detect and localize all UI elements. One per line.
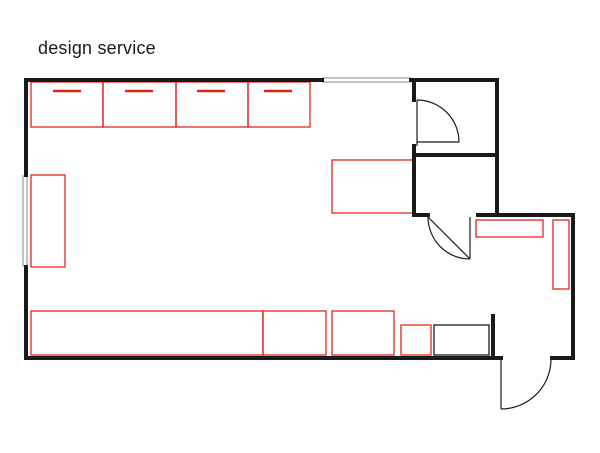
counter-section <box>262 310 327 356</box>
shelf-top <box>475 219 544 238</box>
page-title: design service <box>38 38 156 58</box>
upper-cabinet-1 <box>30 81 104 128</box>
floor-cabinet <box>331 310 395 356</box>
window-top <box>322 77 411 83</box>
upper-cabinet-4 <box>247 81 311 128</box>
walls <box>24 78 575 360</box>
long-counter <box>30 310 264 356</box>
furniture-group <box>30 81 570 356</box>
window-left <box>22 175 28 267</box>
windows <box>22 77 411 267</box>
appliance <box>433 324 490 356</box>
upper-cabinet-2 <box>102 81 177 128</box>
small-cabinet <box>400 324 432 356</box>
bathroom-door <box>416 99 460 146</box>
upper-cabinet-3 <box>175 81 249 128</box>
hall-door <box>427 216 471 260</box>
side-cabinet <box>30 174 66 268</box>
doors <box>416 99 552 410</box>
entrance-door <box>500 359 552 410</box>
counter-unit <box>331 159 414 214</box>
shelf-side <box>552 219 570 290</box>
